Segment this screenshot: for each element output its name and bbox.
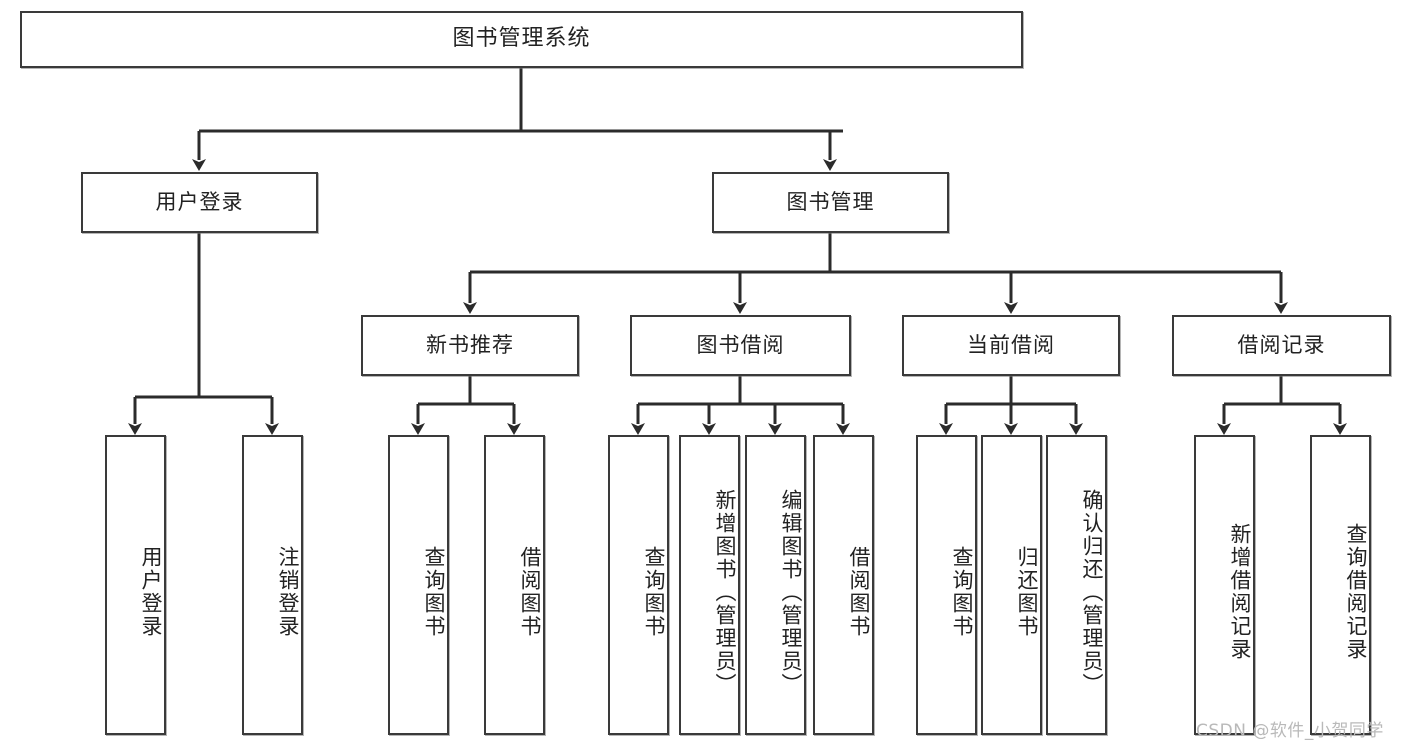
node-label: 归还图书 bbox=[1015, 546, 1039, 638]
node-label: 确认归还（管理员） bbox=[1080, 488, 1104, 696]
node-label: 新增图书（管理员） bbox=[713, 488, 737, 696]
node-book-management[interactable]: 图书管理 bbox=[712, 172, 949, 233]
node-label: 图书管理系统 bbox=[452, 26, 591, 52]
leaf-user-login[interactable]: 用户登录 bbox=[105, 435, 166, 735]
leaf-return-book[interactable]: 归还图书 bbox=[981, 435, 1042, 735]
leaf-query-borrow-record[interactable]: 查询借阅记录 bbox=[1310, 435, 1371, 735]
node-book-borrow[interactable]: 图书借阅 bbox=[630, 315, 851, 376]
leaf-confirm-return-admin[interactable]: 确认归还（管理员） bbox=[1046, 435, 1107, 735]
node-label: 用户登录 bbox=[155, 189, 244, 214]
leaf-edit-book-admin[interactable]: 编辑图书（管理员） bbox=[745, 435, 806, 735]
leaf-logout[interactable]: 注销登录 bbox=[242, 435, 303, 735]
node-label: 查询借阅记录 bbox=[1344, 523, 1368, 661]
node-label: 查询图书 bbox=[422, 546, 446, 638]
leaf-borrow-book[interactable]: 借阅图书 bbox=[813, 435, 874, 735]
leaf-add-borrow-record[interactable]: 新增借阅记录 bbox=[1194, 435, 1255, 735]
node-label: 借阅记录 bbox=[1237, 332, 1326, 357]
node-new-book-recommend[interactable]: 新书推荐 bbox=[361, 315, 579, 376]
node-root-system[interactable]: 图书管理系统 bbox=[20, 11, 1023, 68]
csdn-watermark: CSDN @软件_小贺同学 bbox=[1196, 721, 1384, 741]
leaf-add-book-admin[interactable]: 新增图书（管理员） bbox=[679, 435, 740, 735]
node-label: 当前借阅 bbox=[967, 332, 1055, 357]
node-label: 查询图书 bbox=[642, 546, 666, 638]
node-label: 新增借阅记录 bbox=[1228, 523, 1252, 661]
node-current-borrow[interactable]: 当前借阅 bbox=[902, 315, 1120, 376]
node-label: 编辑图书（管理员） bbox=[779, 488, 803, 696]
leaf-query-book-current[interactable]: 查询图书 bbox=[916, 435, 977, 735]
node-user-login[interactable]: 用户登录 bbox=[81, 172, 318, 233]
node-label: 借阅图书 bbox=[847, 546, 871, 638]
node-borrow-record[interactable]: 借阅记录 bbox=[1172, 315, 1391, 376]
leaf-query-book-borrow[interactable]: 查询图书 bbox=[608, 435, 669, 735]
node-label: 图书借阅 bbox=[696, 332, 785, 357]
node-label: 图书管理 bbox=[786, 189, 875, 214]
node-label: 查询图书 bbox=[950, 546, 974, 638]
node-label: 借阅图书 bbox=[518, 546, 542, 638]
leaf-query-book-recommend[interactable]: 查询图书 bbox=[388, 435, 449, 735]
node-label: 新书推荐 bbox=[426, 332, 514, 357]
node-label: 用户登录 bbox=[139, 546, 163, 638]
leaf-borrow-book-recommend[interactable]: 借阅图书 bbox=[484, 435, 545, 735]
node-label: 注销登录 bbox=[276, 546, 300, 638]
